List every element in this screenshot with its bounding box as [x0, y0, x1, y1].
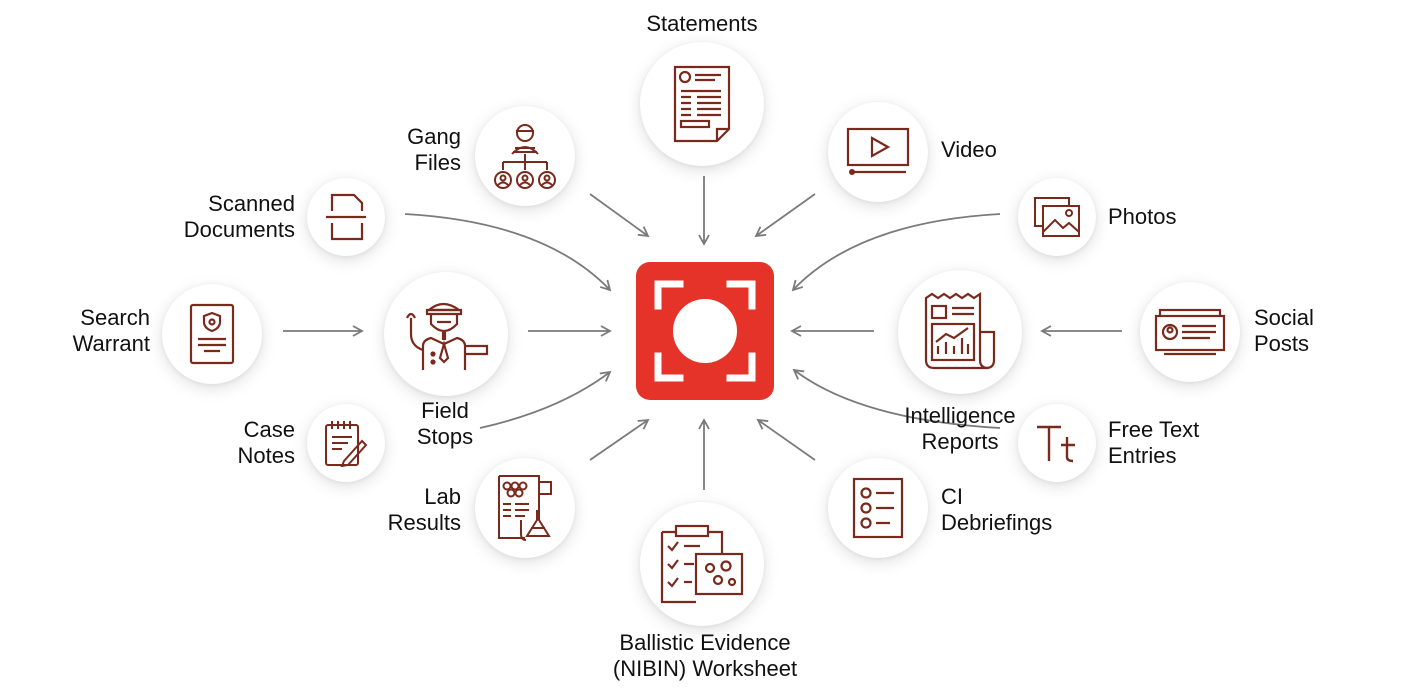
- node-video: [828, 102, 928, 202]
- video-arrow: [754, 193, 816, 238]
- newspaper-chart-icon: [924, 292, 996, 370]
- case-notes-arrow: [479, 370, 612, 429]
- label-free-text-entries: Free Text Entries: [1108, 417, 1200, 468]
- free-text-arrow: [792, 368, 1001, 429]
- node-lab-results: [475, 458, 575, 558]
- police-officer-icon: [406, 302, 489, 370]
- label-ballistic-evidence: Ballistic Evidence (NIBIN) Worksheet: [612, 630, 798, 681]
- label-case-notes: Case Notes: [237, 417, 295, 468]
- label-scanned-documents: Scanned Documents: [183, 191, 295, 242]
- node-search-warrant: [162, 284, 262, 384]
- node-intelligence-reports: [898, 270, 1022, 394]
- label-field-stops: Field Stops: [416, 398, 474, 449]
- node-field-stops: [384, 272, 508, 396]
- document-icon: [673, 65, 731, 143]
- text-format-icon: [1037, 425, 1075, 463]
- label-video: Video: [941, 137, 997, 162]
- notepad-pencil-icon: [325, 421, 368, 467]
- node-statements: [640, 42, 764, 166]
- checklist-icon: [852, 477, 904, 539]
- label-social-posts: Social Posts: [1254, 305, 1314, 356]
- label-lab-results: Lab Results: [387, 484, 461, 535]
- photos-arrow: [791, 213, 1001, 292]
- lab-results-arrow: [589, 418, 650, 461]
- photos-icon: [1034, 197, 1080, 237]
- warrant-badge-icon: [189, 303, 235, 365]
- lab-flask-icon: [498, 475, 552, 541]
- label-statements: Statements: [646, 11, 758, 36]
- node-ci-debriefings: [828, 458, 928, 558]
- scanned-docs-arrow: [404, 213, 612, 292]
- clipboard-evidence-icon: [660, 524, 744, 604]
- video-player-icon: [846, 127, 910, 175]
- scan-document-icon: [326, 193, 366, 241]
- social-post-icon: [1154, 308, 1226, 356]
- label-intelligence-reports: Intelligence Reports: [904, 403, 1016, 454]
- node-ballistic-evidence: [640, 502, 764, 626]
- gang-hierarchy-icon: [494, 124, 556, 189]
- node-gang-files: [475, 106, 575, 206]
- label-photos: Photos: [1108, 204, 1177, 229]
- label-ci-debriefings: CI Debriefings: [941, 484, 1053, 535]
- node-case-notes: [307, 404, 385, 482]
- hub: [636, 262, 774, 400]
- node-scanned-documents: [307, 178, 385, 256]
- node-photos: [1018, 178, 1096, 256]
- node-free-text-entries: [1018, 404, 1096, 482]
- focus-capture-icon: [654, 280, 756, 382]
- gang-files-arrow: [589, 193, 650, 238]
- label-gang-files: Gang Files: [407, 124, 461, 175]
- label-search-warrant: Search Warrant: [72, 305, 150, 356]
- node-social-posts: [1140, 282, 1240, 382]
- ci-debriefings-arrow: [756, 418, 816, 461]
